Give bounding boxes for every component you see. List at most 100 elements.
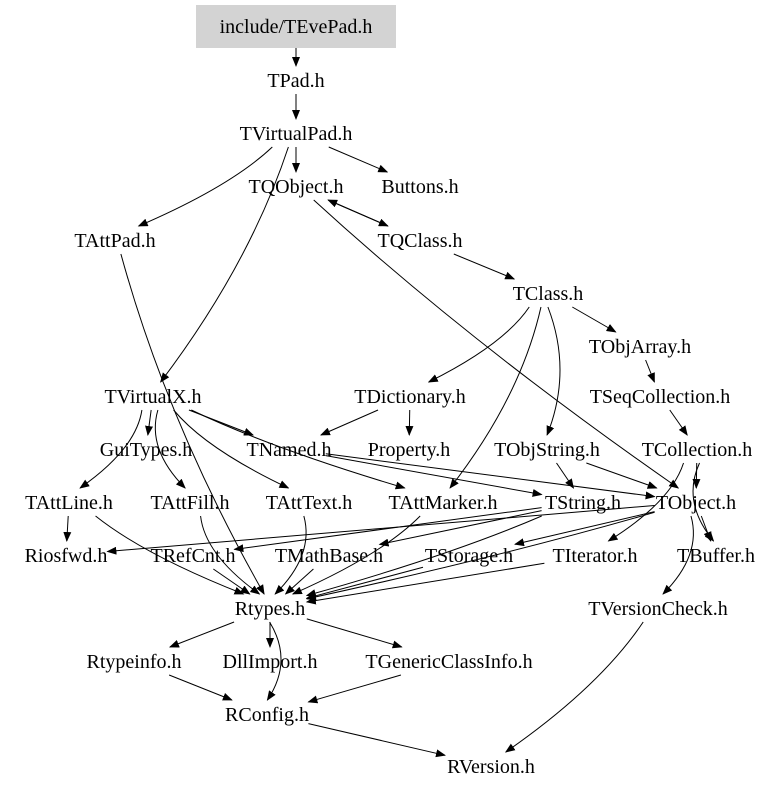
edge-tversioncheck-to-rversion [504,621,644,753]
edge-tstring-to-rtypes [305,515,542,597]
node-label: TMathBase.h [275,545,383,567]
node-rtypeinfo[interactable]: Rtypeinfo.h [87,651,182,673]
edge-tobject-to-riosfwd [106,504,655,555]
node-tmathbase[interactable]: TMathBase.h [275,545,383,567]
node-label: TBuffer.h [677,545,755,567]
node-tevepad[interactable]: include/TEvePad.h [196,5,396,48]
edge-tstring-to-trefcnt [233,507,542,553]
edges-layer [63,40,715,758]
edge-tvirtualx-to-guitypes [145,409,153,436]
node-tseqcollection[interactable]: TSeqCollection.h [590,386,731,408]
node-tvirtualx[interactable]: TVirtualX.h [104,386,201,408]
node-label: TNamed.h [247,439,332,461]
node-label: TVersionCheck.h [588,598,727,620]
edge-rtypes-to-rtypeinfo [168,621,235,648]
edge-tattpad-to-rtypes [120,253,265,595]
edge-tobjstring-to-tobject [586,462,658,489]
node-tclass[interactable]: TClass.h [513,283,584,305]
edge-tobject-to-rtypes [305,511,655,601]
node-label: TVirtualPad.h [240,123,353,145]
node-tdictionary[interactable]: TDictionary.h [354,386,465,408]
edge-rtypeinfo-to-rconfig [168,674,233,701]
node-tattmarker[interactable]: TAttMarker.h [389,492,498,514]
node-label: TIterator.h [553,545,638,567]
node-label: RVersion.h [447,756,535,778]
edge-tdictionary-to-tnamed [320,409,379,436]
node-label: Property.h [368,439,451,461]
edge-tvirtualx-to-tatttext [173,409,290,489]
edge-rtypes-to-rconfig [266,621,282,701]
node-rtypes[interactable]: Rtypes.h [235,598,306,620]
nodes-layer: include/TEvePad.hTPad.hTVirtualPad.hTQOb… [25,5,755,778]
edge-tqclass-to-tclass [453,253,516,280]
node-label: GuiTypes.h [100,439,192,461]
node-tbuffer[interactable]: TBuffer.h [677,545,755,567]
edge-trefcnt-to-rtypes [213,568,251,595]
node-rversion[interactable]: RVersion.h [447,756,535,778]
node-riosfwd[interactable]: Riosfwd.h [25,545,108,567]
node-label: TAttLine.h [25,492,113,514]
node-tattfill[interactable]: TAttFill.h [151,492,230,514]
node-tpad[interactable]: TPad.h [267,70,324,92]
node-tvirtualpad[interactable]: TVirtualPad.h [240,123,353,145]
edge-tobjstring-to-tstring [556,462,575,489]
node-label: Rtypes.h [235,598,306,620]
edge-tattline-to-riosfwd [63,515,72,542]
node-dllimport[interactable]: DllImport.h [223,651,318,673]
node-label: TCollection.h [642,439,753,461]
node-label: TObjArray.h [589,336,691,358]
node-tnamed[interactable]: TNamed.h [247,439,332,461]
edge-tclass-to-tobjstring [546,306,561,436]
node-tattpad[interactable]: TAttPad.h [74,230,155,252]
node-label: TGenericClassInfo.h [365,651,532,673]
edge-tvirtualx-to-tattmarker [191,409,406,490]
node-tatttext[interactable]: TAttText.h [266,492,352,514]
node-label: include/TEvePad.h [220,16,373,38]
node-label: TStorage.h [425,545,513,567]
node-tqobject[interactable]: TQObject.h [249,176,344,198]
node-tversioncheck[interactable]: TVersionCheck.h [588,598,727,620]
node-label: DllImport.h [223,651,318,673]
node-tstorage[interactable]: TStorage.h [425,545,513,567]
edge-tcollection-to-titerator [607,462,685,542]
edge-tobject-to-tbuffer [700,515,712,542]
node-tobjarray[interactable]: TObjArray.h [589,336,691,358]
edge-tobjarray-to-tseqcollection [645,359,655,383]
node-label: RConfig.h [225,704,309,726]
edge-tstorage-to-rtypes [305,566,424,600]
node-guitypes[interactable]: GuiTypes.h [100,439,192,461]
node-label: TSeqCollection.h [590,386,731,408]
node-rconfig[interactable]: RConfig.h [225,704,309,726]
node-label: TDictionary.h [354,386,465,408]
edge-tatttext-to-rtypes [274,515,307,595]
edge-titerator-to-rtypes [305,562,545,605]
edge-tclass-to-tobjarray [572,306,617,333]
edge-tseqcollection-to-tcollection [669,409,688,436]
edge-tvirtualpad-to-tvirtualx [160,146,289,383]
node-label: TClass.h [513,283,584,305]
edge-tobject-to-tstorage [514,511,655,547]
node-tobject[interactable]: TObject.h [656,492,736,514]
node-label: Rtypeinfo.h [87,651,182,673]
node-property[interactable]: Property.h [368,439,451,461]
edge-tvirtualpad-to-tattpad [137,146,273,227]
node-trefcnt[interactable]: TRefCnt.h [151,545,236,567]
node-tstring[interactable]: TString.h [545,492,621,514]
node-label: Buttons.h [381,176,458,198]
edge-tvirtualpad-to-buttons [328,146,389,173]
node-tcollection[interactable]: TCollection.h [642,439,753,461]
node-titerator[interactable]: TIterator.h [553,545,638,567]
node-buttons[interactable]: Buttons.h [381,176,458,198]
node-label: TAttFill.h [151,492,230,514]
edge-tobject-to-tversioncheck [662,515,694,595]
node-label: TVirtualX.h [104,386,201,408]
node-label: TString.h [545,492,621,514]
node-tobjstring[interactable]: TObjString.h [494,439,600,461]
node-label: TAttPad.h [74,230,155,252]
node-tgenericclassinfo[interactable]: TGenericClassInfo.h [365,651,532,673]
node-label: TAttText.h [266,492,352,514]
node-tattline[interactable]: TAttLine.h [25,492,113,514]
edge-tclass-to-tdictionary [427,306,530,383]
node-tqclass[interactable]: TQClass.h [378,230,463,252]
